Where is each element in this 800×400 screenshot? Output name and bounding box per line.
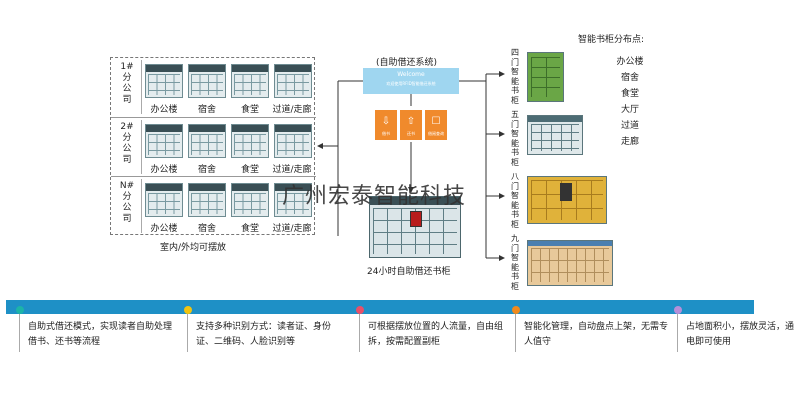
cabinet-icon bbox=[145, 64, 183, 98]
feature-item: 自助式借还模式，实现读者自助处理借书、还书等流程 bbox=[16, 306, 172, 356]
feature-text: 占地面积小，摆放灵活，通电即可使用 bbox=[686, 322, 795, 347]
branch-row-1: 1#分公司 办公楼 宿舍 食堂 过道/走廊 bbox=[111, 58, 316, 117]
screen-icon bbox=[410, 211, 422, 227]
location-label: 食堂 bbox=[240, 165, 259, 175]
return-icon: ⇧ bbox=[406, 116, 416, 127]
timeline-dot bbox=[16, 306, 24, 314]
borrow-icon: ⇩ bbox=[381, 116, 391, 127]
five-door-cabinet-image bbox=[527, 115, 583, 155]
location-label: 过道/走廊 bbox=[272, 165, 312, 175]
cabinet-icon bbox=[231, 64, 269, 98]
branch-label: N#分公司 bbox=[119, 181, 135, 224]
distribution-item: 办公楼 bbox=[616, 57, 644, 67]
branch-label: 2#分公司 bbox=[120, 122, 134, 165]
eight-door-cabinet-image bbox=[527, 176, 607, 224]
button-label: 还书 bbox=[407, 131, 415, 136]
location-label: 宿舍 bbox=[197, 105, 216, 115]
branch-row-2: 2#分公司 办公楼 宿舍 食堂 过道/走廊 bbox=[111, 117, 316, 176]
location-label: 办公楼 bbox=[150, 165, 178, 175]
distribution-title: 智能书柜分布点: bbox=[578, 35, 645, 45]
location-label: 宿舍 bbox=[197, 165, 216, 175]
welcome-text: Welcome bbox=[397, 71, 425, 78]
cabinet-icon bbox=[231, 124, 269, 158]
query-button: ☐ 借阅查询 bbox=[425, 110, 447, 140]
distribution-item: 食堂 bbox=[620, 89, 639, 99]
divider bbox=[141, 60, 142, 114]
divider bbox=[141, 120, 142, 174]
timeline-dot bbox=[674, 306, 682, 314]
return-button: ⇧ 还书 bbox=[400, 110, 422, 140]
feature-text: 智能化管理，自动盘点上架，无需专人值守 bbox=[524, 322, 669, 347]
watermark: 广州宏泰智能科技 bbox=[282, 184, 467, 209]
button-label: 借书 bbox=[382, 131, 390, 136]
cabinet-icon bbox=[145, 124, 183, 158]
feature-item: 支持多种识别方式：读者证、身份证、二维码、人脸识别等 bbox=[184, 306, 338, 356]
system-subtitle: 欢迎使用RFID智能借还系统 bbox=[386, 81, 436, 86]
cabinet-label: 五门智能书柜 bbox=[511, 110, 519, 167]
location-label: 过道/走廊 bbox=[272, 224, 312, 234]
cabinet-icon bbox=[274, 183, 312, 217]
location-label: 宿舍 bbox=[197, 224, 216, 234]
location-label: 过道/走廊 bbox=[272, 105, 312, 115]
query-icon: ☐ bbox=[431, 116, 441, 127]
distribution-item: 大厅 bbox=[620, 105, 639, 115]
branch-panel: 1#分公司 办公楼 宿舍 食堂 过道/走廊 2#分公司 办公楼 宿舍 食堂 过道… bbox=[110, 57, 316, 235]
main-cabinet-image bbox=[369, 196, 461, 258]
feature-text: 自助式借还模式，实现读者自助处理借书、还书等流程 bbox=[28, 322, 173, 347]
system-title: (自助借还系统) bbox=[376, 58, 438, 68]
location-label: 食堂 bbox=[240, 224, 259, 234]
feature-item: 智能化管理，自动盘点上架，无需专人值守 bbox=[512, 306, 668, 356]
feature-item: 可根据摆放位置的人流量，自由组拆，按需配置副柜 bbox=[356, 306, 510, 356]
feature-text: 支持多种识别方式：读者证、身份证、二维码、人脸识别等 bbox=[196, 322, 332, 347]
cabinet-icon bbox=[274, 64, 312, 98]
location-label: 食堂 bbox=[240, 105, 259, 115]
cabinet-icon bbox=[188, 124, 226, 158]
cabinet-icon bbox=[231, 183, 269, 217]
divider bbox=[141, 179, 142, 233]
cabinet-icon bbox=[188, 64, 226, 98]
cabinet-label: 九门智能书柜 bbox=[511, 234, 519, 291]
distribution-item: 宿舍 bbox=[620, 73, 639, 83]
location-label: 办公楼 bbox=[150, 224, 178, 234]
cabinet-icon bbox=[145, 183, 183, 217]
feature-text: 可根据摆放位置的人流量，自由组拆，按需配置副柜 bbox=[368, 322, 504, 347]
cabinet-label: 八门智能书柜 bbox=[511, 172, 519, 229]
cabinet-icon bbox=[188, 183, 226, 217]
cabinet-icon bbox=[274, 124, 312, 158]
cabinet-label: 四门智能书柜 bbox=[511, 48, 519, 105]
connector-lines bbox=[317, 71, 505, 261]
timeline-bar bbox=[6, 300, 754, 314]
main-cabinet-caption: 24小时自助借还书柜 bbox=[367, 267, 451, 277]
feature-item: 占地面积小，摆放灵活，通电即可使用 bbox=[674, 306, 794, 356]
branch-label: 1#分公司 bbox=[120, 62, 134, 105]
distribution-item: 走廊 bbox=[620, 137, 639, 147]
timeline-dot bbox=[512, 306, 520, 314]
timeline-dot bbox=[356, 306, 364, 314]
branch-row-3: N#分公司 办公楼 宿舍 食堂 过道/走廊 bbox=[111, 176, 316, 235]
panel-caption: 室内/外均可摆放 bbox=[160, 243, 227, 253]
borrow-button: ⇩ 借书 bbox=[375, 110, 397, 140]
four-door-cabinet-image bbox=[527, 52, 564, 102]
distribution-item: 过道 bbox=[620, 121, 639, 131]
location-label: 办公楼 bbox=[150, 105, 178, 115]
system-screen: Welcome 欢迎使用RFID智能借还系统 bbox=[363, 68, 459, 94]
nine-door-cabinet-image bbox=[527, 240, 613, 286]
button-label: 借阅查询 bbox=[428, 131, 444, 136]
timeline-dot bbox=[184, 306, 192, 314]
screen-icon bbox=[560, 183, 572, 201]
